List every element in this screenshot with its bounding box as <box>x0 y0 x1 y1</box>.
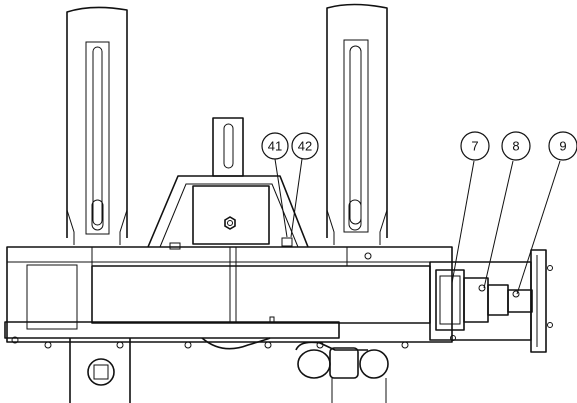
callout-9-label: 9 <box>559 139 566 154</box>
callout-42-label: 42 <box>298 139 312 154</box>
callout-9: 9 <box>548 131 577 161</box>
callout-7: 7 <box>460 131 490 161</box>
callout-41: 41 <box>261 132 289 160</box>
main-frame <box>4 246 453 349</box>
callout-8: 8 <box>501 131 531 161</box>
callout-8-label: 8 <box>512 139 519 154</box>
drive-assembly <box>429 249 553 353</box>
callout-42: 42 <box>291 132 319 160</box>
bottom-wheels <box>69 337 389 403</box>
callout-41-label: 41 <box>268 139 282 154</box>
left-vertical-arm <box>66 6 128 245</box>
right-vertical-arm <box>326 3 388 245</box>
center-bracket <box>147 117 309 250</box>
callout-7-label: 7 <box>471 139 478 154</box>
